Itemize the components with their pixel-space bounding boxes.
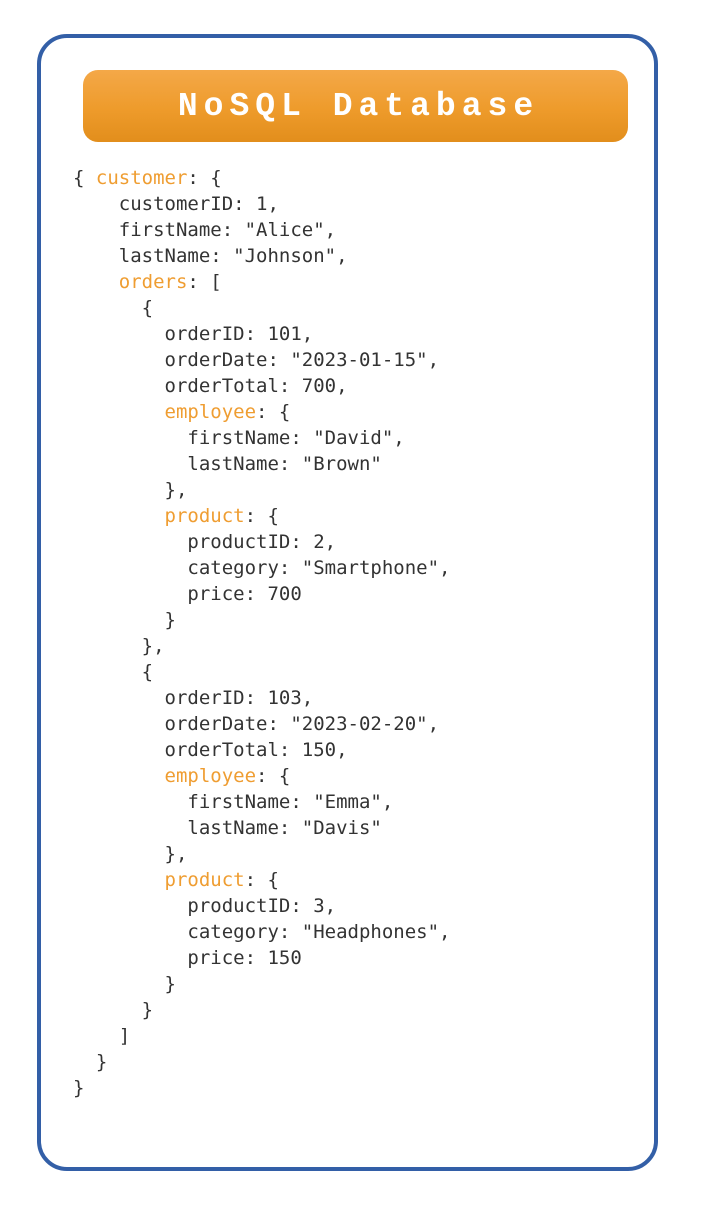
code-token-key: customer <box>95 167 188 189</box>
code-line: } <box>73 1075 451 1101</box>
json-document-code: { customer: { customerID: 1, firstName: … <box>73 165 451 1101</box>
code-token-plain: } <box>73 999 154 1021</box>
code-line: orderDate: "2023-01-15", <box>73 347 451 373</box>
code-token-plain: lastName: "Johnson", <box>73 245 348 267</box>
code-token-plain: } <box>73 1051 108 1073</box>
code-line: employee: { <box>73 763 451 789</box>
code-line: lastName: "Davis" <box>73 815 451 841</box>
code-token-plain <box>73 765 165 787</box>
code-token-key: orders <box>118 271 188 293</box>
code-line: orderDate: "2023-02-20", <box>73 711 451 737</box>
code-line: product: { <box>73 867 451 893</box>
code-token-plain: productID: 3, <box>73 895 337 917</box>
code-token-plain: customerID: 1, <box>73 193 279 215</box>
code-line: lastName: "Johnson", <box>73 243 451 269</box>
code-line: orderID: 103, <box>73 685 451 711</box>
code-token-key: product <box>164 869 245 891</box>
code-line: ] <box>73 1023 451 1049</box>
code-token-plain: firstName: "David", <box>73 427 405 449</box>
code-token-plain: } <box>73 1077 85 1099</box>
code-token-plain: : { <box>244 505 279 527</box>
code-token-key: employee <box>164 765 257 787</box>
code-token-plain: category: "Headphones", <box>73 921 451 943</box>
code-token-plain: firstName: "Alice", <box>73 219 337 241</box>
code-token-plain: price: 150 <box>73 947 302 969</box>
code-line: productID: 3, <box>73 893 451 919</box>
code-line: { <box>73 295 451 321</box>
code-token-plain: } <box>73 973 176 995</box>
code-token-plain: }, <box>73 479 188 501</box>
code-token-plain: : { <box>244 869 279 891</box>
code-line: orderTotal: 700, <box>73 373 451 399</box>
code-line: orderTotal: 150, <box>73 737 451 763</box>
code-line: { customer: { <box>73 165 451 191</box>
code-line: orderID: 101, <box>73 321 451 347</box>
code-line: category: "Headphones", <box>73 919 451 945</box>
code-token-plain: firstName: "Emma", <box>73 791 394 813</box>
code-token-plain: ] <box>73 1025 131 1047</box>
code-line: firstName: "David", <box>73 425 451 451</box>
code-line: firstName: "Alice", <box>73 217 451 243</box>
code-token-key: employee <box>164 401 257 423</box>
code-token-plain: }, <box>73 635 165 657</box>
nosql-database-header: NoSQL Database <box>83 70 628 142</box>
code-line: price: 700 <box>73 581 451 607</box>
code-line: }, <box>73 477 451 503</box>
code-token-plain <box>73 271 119 293</box>
code-line: productID: 2, <box>73 529 451 555</box>
code-token-plain: lastName: "Brown" <box>73 453 382 475</box>
code-token-plain: orderDate: "2023-01-15", <box>73 349 440 371</box>
code-line: employee: { <box>73 399 451 425</box>
code-line: } <box>73 971 451 997</box>
code-line: { <box>73 659 451 685</box>
code-token-plain: { <box>73 167 96 189</box>
code-line: }, <box>73 633 451 659</box>
code-token-plain: category: "Smartphone", <box>73 557 451 579</box>
code-token-plain: orderTotal: 150, <box>73 739 348 761</box>
code-line: customerID: 1, <box>73 191 451 217</box>
code-line: } <box>73 1049 451 1075</box>
code-line: lastName: "Brown" <box>73 451 451 477</box>
code-token-plain: lastName: "Davis" <box>73 817 382 839</box>
code-token-plain: price: 700 <box>73 583 302 605</box>
code-line: product: { <box>73 503 451 529</box>
panel-title: NoSQL Database <box>177 87 540 125</box>
code-line: } <box>73 997 451 1023</box>
code-line: }, <box>73 841 451 867</box>
code-token-plain: : [ <box>187 271 222 293</box>
nosql-database-panel: NoSQL Database { customer: { customerID:… <box>37 34 658 1171</box>
code-token-plain: orderID: 103, <box>73 687 314 709</box>
code-token-plain <box>73 505 165 527</box>
code-token-key: product <box>164 505 245 527</box>
code-line: firstName: "Emma", <box>73 789 451 815</box>
code-token-plain: { <box>73 661 154 683</box>
code-token-plain: orderID: 101, <box>73 323 314 345</box>
code-token-plain: orderDate: "2023-02-20", <box>73 713 440 735</box>
code-token-plain: : { <box>256 401 291 423</box>
code-token-plain: : { <box>187 167 222 189</box>
code-line: category: "Smartphone", <box>73 555 451 581</box>
code-line: } <box>73 607 451 633</box>
code-token-plain <box>73 401 165 423</box>
code-token-plain <box>73 869 165 891</box>
code-token-plain: orderTotal: 700, <box>73 375 348 397</box>
code-line: price: 150 <box>73 945 451 971</box>
code-token-plain: : { <box>256 765 291 787</box>
code-line: orders: [ <box>73 269 451 295</box>
code-token-plain: } <box>73 609 176 631</box>
code-token-plain: { <box>73 297 154 319</box>
code-token-plain: }, <box>73 843 188 865</box>
code-token-plain: productID: 2, <box>73 531 337 553</box>
